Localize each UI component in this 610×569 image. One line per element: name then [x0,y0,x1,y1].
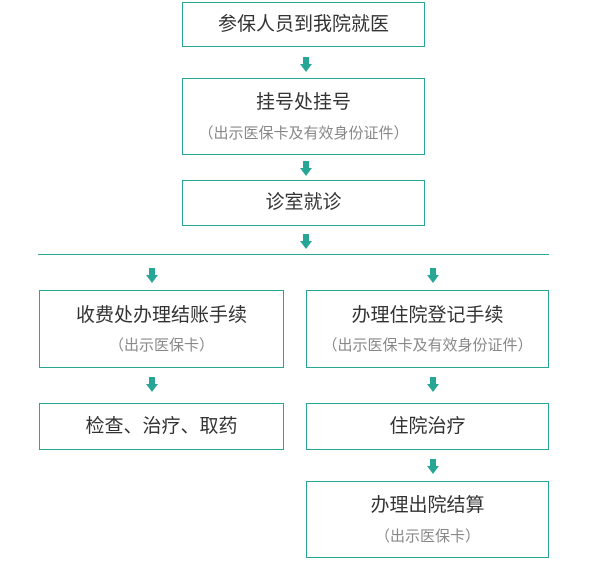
step-title: 收费处办理结账手续 [75,303,247,326]
arrow-down-icon [300,234,312,249]
arrow-down-icon [427,377,439,392]
step-outpatient-settlement: 收费处办理结账手续 （出示医保卡） [39,290,284,368]
arrow-down-icon [300,57,312,72]
step-title: 办理住院登记手续 [351,303,504,326]
step-note: （出示医保卡及有效身份证件） [322,336,533,355]
step-inpatient-registration: 办理住院登记手续 （出示医保卡及有效身份证件） [306,290,549,368]
step-visit-hospital: 参保人员到我院就医 [182,2,425,47]
step-title: 参保人员到我院就医 [217,12,389,35]
step-discharge-settlement: 办理出院结算 （出示医保卡） [306,481,549,558]
step-title: 办理出院结算 [370,494,485,517]
step-consultation: 诊室就诊 [182,180,425,226]
arrow-down-icon [146,377,158,392]
arrow-down-icon [427,459,439,474]
step-title: 诊室就诊 [265,191,342,214]
step-title: 挂号处挂号 [255,91,351,114]
step-note: （出示医保卡） [108,336,214,355]
step-registration: 挂号处挂号 （出示医保卡及有效身份证件） [182,78,425,155]
step-title: 住院治疗 [389,414,466,437]
arrow-down-icon [300,161,312,176]
arrow-down-icon [427,268,439,283]
step-note: （出示医保卡） [374,526,480,545]
branch-divider [38,254,549,255]
arrow-down-icon [146,268,158,283]
step-inpatient-treatment: 住院治疗 [306,403,549,450]
step-exam-treatment-medicine: 检查、治疗、取药 [39,403,284,450]
step-title: 检查、治疗、取药 [85,414,238,437]
step-note: （出示医保卡及有效身份证件） [198,123,409,142]
